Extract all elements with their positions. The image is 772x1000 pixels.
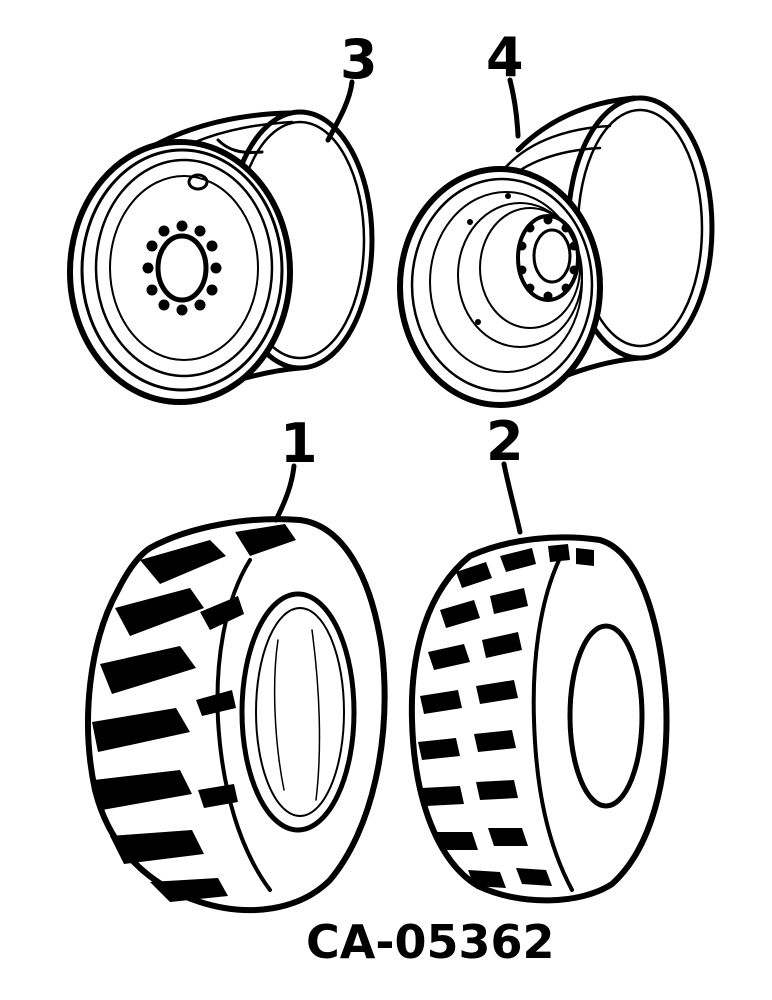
wheel-rim-hub-icon	[397, 95, 715, 408]
bolt-circle	[142, 220, 222, 316]
callout-3: 3	[340, 28, 378, 91]
wheel-rim-disc-icon	[67, 109, 375, 405]
tire-block-tread-icon	[408, 534, 670, 904]
figure-id: CA-05362	[306, 915, 555, 969]
leader-line-1	[273, 463, 297, 523]
callout-4: 4	[486, 26, 524, 89]
callout-1: 1	[280, 412, 318, 475]
leader-line-4	[507, 77, 521, 139]
tread-blocks	[418, 544, 594, 888]
leader-line-2	[501, 461, 523, 535]
leader-line-3	[325, 79, 355, 143]
tread-lugs	[92, 524, 296, 902]
hub-bolt-circle	[517, 215, 579, 301]
tire-lug-tread-icon	[85, 516, 388, 914]
